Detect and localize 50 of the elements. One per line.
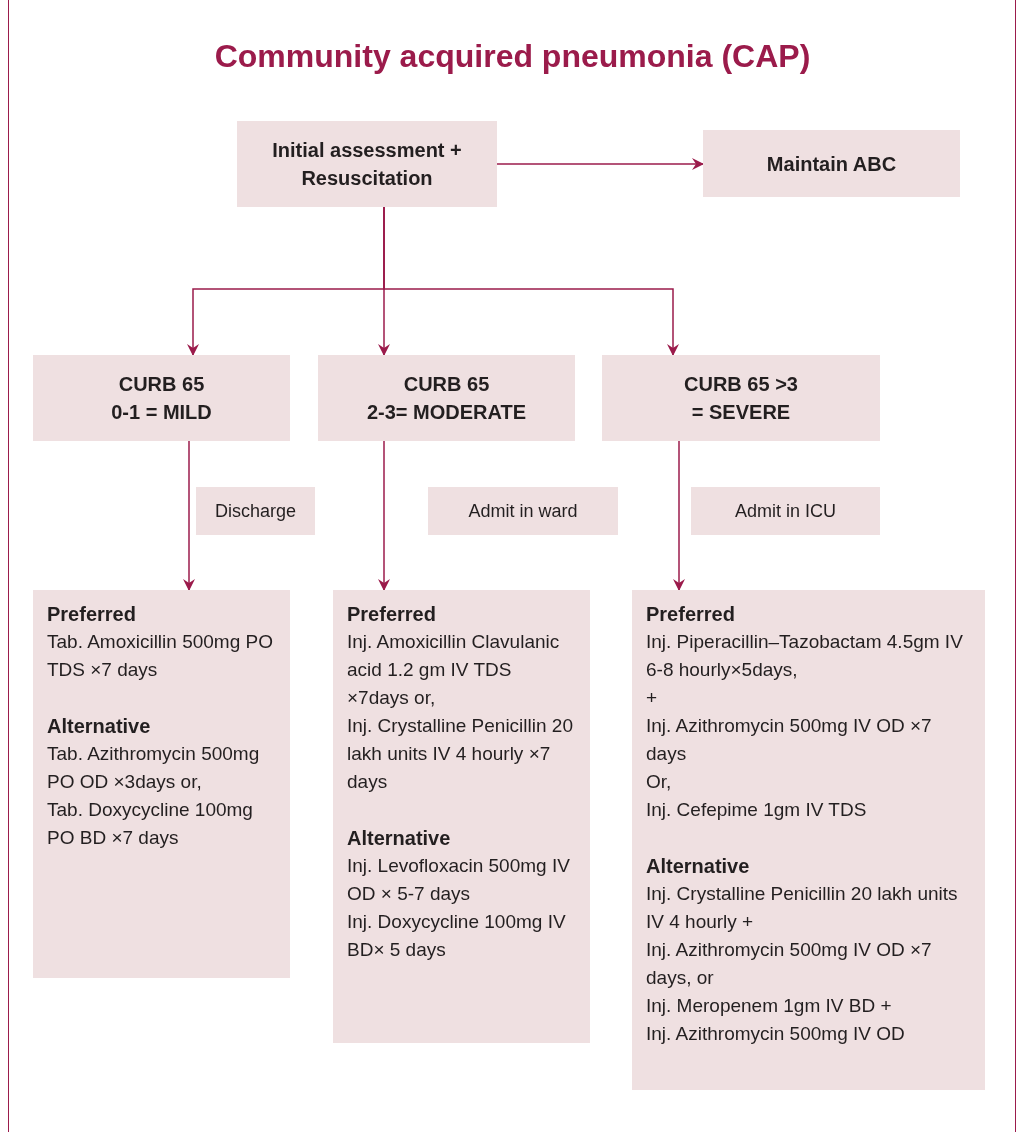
treatment-text: Inj. Azithromycin 500mg IV OD ×7 days, or bbox=[646, 938, 933, 990]
box-label: 0-1 = MILD bbox=[111, 400, 212, 425]
treatment-text: Tab. Azithromycin 500mg PO OD ×3days or, bbox=[47, 742, 261, 794]
treatment-text: Or, bbox=[646, 770, 673, 794]
treatment-text: Inj. Azithromycin 500mg IV OD bbox=[646, 1022, 906, 1046]
box-label: Maintain ABC bbox=[766, 151, 897, 177]
box-label: Discharge bbox=[214, 500, 296, 523]
treatment-text: Inj. Crystalline Penicillin 20 lakh units IV 4 hourly + bbox=[646, 882, 959, 934]
box-label: CURB 65 >3 bbox=[684, 372, 798, 397]
treatment-text: + bbox=[646, 686, 659, 710]
disposition-box bbox=[428, 487, 618, 535]
disposition-box bbox=[691, 487, 880, 535]
treatment-text: Inj. Amoxicillin Clavulanic acid 1.2 gm IV TDS ×7days or, bbox=[347, 630, 561, 710]
treatment-text: Inj. Piperacillin–Tazobactam 4.5gm IV 6-8 hourly×5days, bbox=[646, 630, 964, 682]
box-label: 2-3= MODERATE bbox=[366, 400, 527, 425]
treatment-text: Inj. Levofloxacin 500mg IV OD × 5-7 days bbox=[347, 854, 571, 906]
treatment-text: Inj. Meropenem 1gm IV BD + bbox=[646, 994, 893, 1018]
box-label: CURB 65 bbox=[118, 372, 205, 397]
arrow bbox=[378, 440, 390, 591]
box-label: = SEVERE bbox=[691, 400, 791, 425]
severity-box bbox=[33, 355, 290, 441]
treatment-box bbox=[333, 590, 590, 1043]
treatment-text: Inj. Doxycycline 100mg IV BD× 5 days bbox=[347, 910, 567, 962]
section-heading: Alternative bbox=[47, 714, 152, 739]
arrow bbox=[496, 158, 704, 170]
box-label: Admit in ICU bbox=[735, 500, 836, 523]
section-heading: Preferred bbox=[347, 602, 437, 627]
treatment-text: Inj. Cefepime 1gm IV TDS bbox=[646, 798, 868, 822]
section-heading: Preferred bbox=[646, 602, 736, 627]
treatment-text: Inj. Crystalline Penicillin 20 lakh units IV 4 hourly ×7 days bbox=[347, 714, 574, 794]
treatment-box bbox=[632, 590, 985, 1090]
arrow bbox=[673, 440, 685, 591]
disposition-box bbox=[196, 487, 315, 535]
arrow bbox=[183, 440, 195, 591]
title: Community acquired pneumonia (CAP) bbox=[213, 38, 812, 75]
severity-box bbox=[318, 355, 575, 441]
box-label: CURB 65 bbox=[403, 372, 490, 397]
box-label: Admit in ward bbox=[468, 500, 578, 523]
treatment-text: Inj. Azithromycin 500mg IV OD ×7 days bbox=[646, 714, 933, 766]
process-box bbox=[703, 130, 960, 197]
process-box bbox=[237, 121, 497, 207]
section-heading: Preferred bbox=[47, 602, 137, 627]
severity-box bbox=[602, 355, 880, 441]
box-label: Initial assessment + Resuscitation bbox=[271, 138, 463, 191]
treatment-text: Tab. Doxycycline 100mg PO BD ×7 days bbox=[47, 798, 254, 850]
treatment-box bbox=[33, 590, 290, 978]
treatment-text: Tab. Amoxicillin 500mg PO TDS ×7 days bbox=[47, 630, 274, 682]
section-heading: Alternative bbox=[646, 854, 751, 879]
arrow bbox=[383, 206, 679, 356]
section-heading: Alternative bbox=[347, 826, 452, 851]
